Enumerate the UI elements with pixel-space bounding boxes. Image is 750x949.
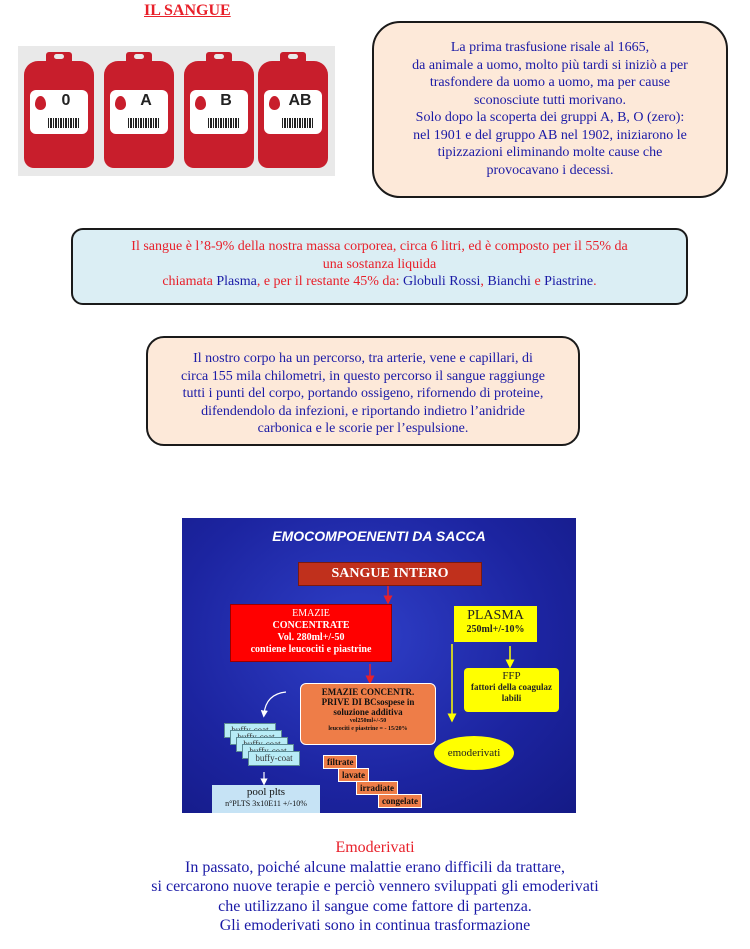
text-line: si cercarono nuove terapie e perciò venn… (151, 878, 599, 896)
barcode-icon (282, 118, 314, 128)
barcode-icon (128, 118, 160, 128)
text-line: provocavano i decessi. (486, 162, 614, 178)
step-irradiate: irradiate (356, 781, 398, 795)
ffp-box: FFP fattori della coagulaz labili (464, 668, 559, 712)
blood-drop-icon (115, 96, 126, 110)
page-title: IL SANGUE (144, 2, 231, 19)
text-line: difendendolo da infezioni, e riportando … (201, 403, 525, 419)
text-line: tipizzazioni eliminando molte cause che (437, 145, 663, 160)
text-line: carbonica e le scorie per l’espulsione. (257, 421, 469, 436)
blood-bag-ab: AB (258, 52, 328, 168)
slide-title: EMOCOMPOENENTI DA SACCA (272, 528, 486, 544)
blood-bag-a: A (104, 52, 174, 168)
pool-plts-box: pool plts n°PLTS 3x10E11 +/-10% (212, 785, 320, 813)
section-heading: Emoderivati (335, 839, 415, 856)
flow-arrows (260, 585, 515, 786)
blood-bag-0: 0 (24, 52, 94, 168)
step-filtrate: filtrate (323, 755, 358, 769)
blood-drop-icon (35, 96, 46, 110)
history-textbox: La prima trasfusione risale al 1665, da … (372, 21, 728, 198)
step-congelate: congelate (378, 794, 422, 808)
emoderivati-oval: emoderivati (434, 736, 514, 770)
blood-type-label: B (220, 92, 232, 109)
step-lavate: lavate (338, 768, 369, 782)
text-line: trasfondere da uomo a uomo, ma per cause (429, 75, 671, 90)
blood-components-slide: EMOCOMPOENENTI DA SACCA SANGUE INTERO EM… (182, 518, 576, 813)
text-line: che utilizzano il sangue come fattore di… (218, 897, 532, 915)
text-line: da animale a uomo, molto più tardi si in… (412, 57, 688, 73)
buffy-coat-card: buffy-coat (248, 751, 300, 766)
whole-blood-box: SANGUE INTERO (298, 562, 482, 586)
text-line: Solo dopo la scoperta dei gruppi A, B, O… (415, 110, 685, 125)
plasma-box: PLASMA 250ml+/-10% (454, 606, 537, 642)
emoderivati-section: Emoderivati In passato, poiché alcune ma… (0, 838, 750, 936)
blood-drop-icon (195, 96, 206, 110)
circulation-textbox: Il nostro corpo ha un percorso, tra arte… (146, 336, 580, 446)
text-line: circa 155 mila chilometri, in questo per… (181, 368, 545, 384)
text-line: Il nostro corpo ha un percorso, tra arte… (193, 351, 533, 366)
red-cells-concentrate-box: EMAZIE CONCENTR. PRIVE DI BCsospese in s… (300, 683, 436, 745)
text-line: In passato, poiché alcune malattie erano… (185, 858, 565, 876)
text-line: Gli emoderivati sono in continua trasfor… (219, 917, 531, 935)
blood-bags-illustration: 0 A B AB (18, 46, 335, 176)
blood-bag-b: B (184, 52, 254, 168)
blood-type-label: 0 (61, 92, 71, 109)
blood-type-label: AB (288, 92, 312, 109)
composition-textbox: Il sangue è l’8-9% della nostra massa co… (71, 228, 688, 305)
red-cells-box: EMAZIE CONCENTRATE Vol. 280ml+/-50 conti… (230, 604, 392, 662)
barcode-icon (208, 118, 240, 128)
text-line: nel 1901 e del gruppo AB nel 1902, inizi… (413, 127, 687, 143)
text-line: una sostanza liquida (322, 256, 437, 272)
text-line: sconosciute tutti morivano. (473, 92, 627, 108)
blood-type-label: A (140, 92, 152, 109)
text-line: Il sangue è l’8-9% della nostra massa co… (131, 239, 628, 254)
text-line: chiamata Plasma, e per il restante 45% d… (162, 274, 597, 289)
barcode-icon (48, 118, 80, 128)
blood-drop-icon (269, 96, 280, 110)
text-line: La prima trasfusione risale al 1665, (450, 40, 650, 55)
text-line: tutti i punti del corpo, portando ossige… (182, 386, 544, 401)
